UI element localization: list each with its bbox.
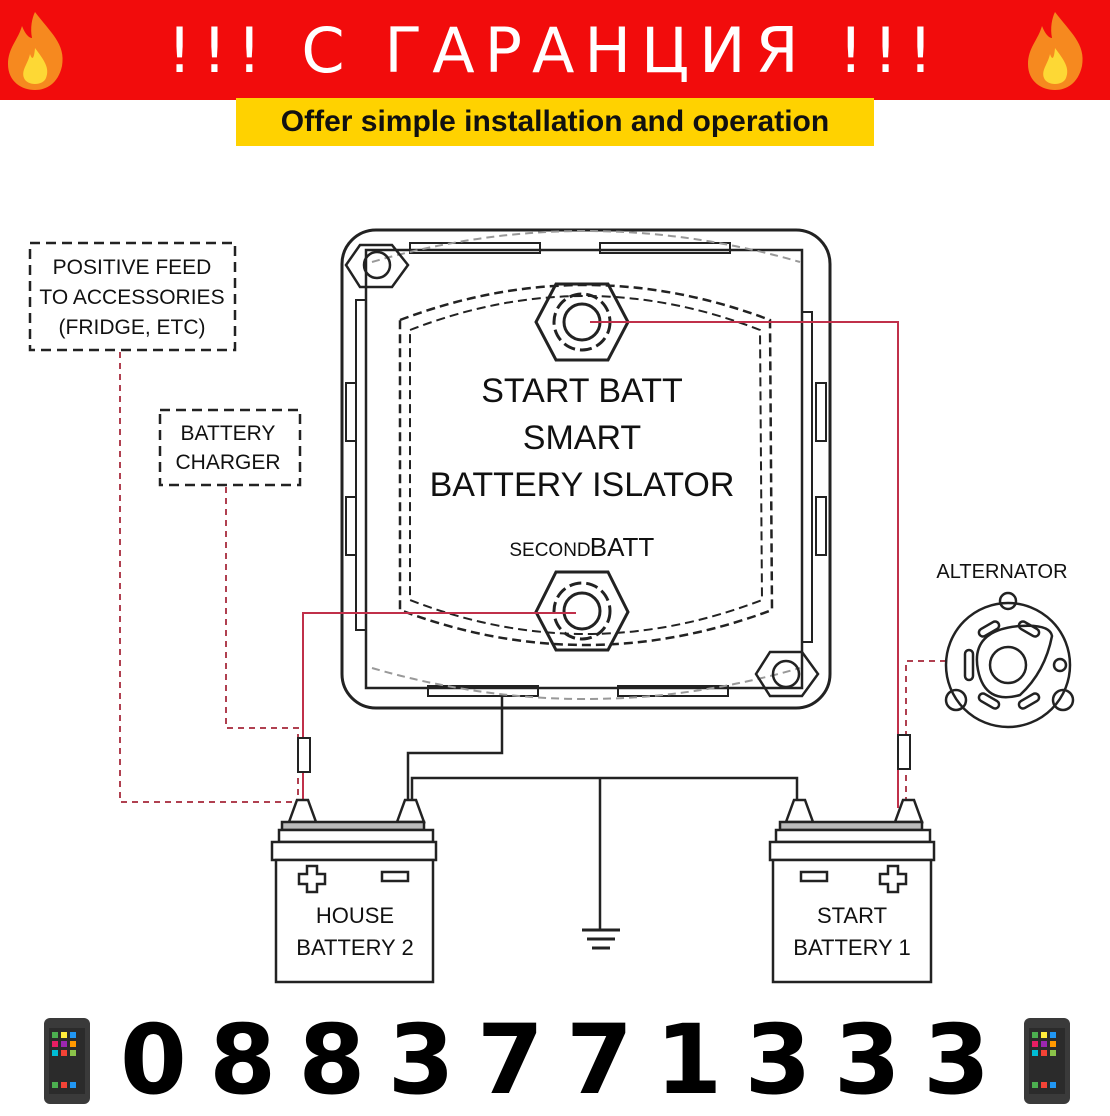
positive-feed-label: POSITIVE FEED <box>53 256 212 279</box>
second-batt-label: SECOND <box>509 540 590 561</box>
phone-digit: 3 <box>923 1004 990 1116</box>
subtitle-banner: Offer simple installation and operation <box>236 98 874 146</box>
fire-icon <box>8 12 63 90</box>
house-battery: HOUSE BATTERY 2 <box>270 798 438 984</box>
positive-feed-label: TO ACCESSORIES <box>39 286 224 309</box>
isolator-device <box>340 228 832 710</box>
start-battery: START BATTERY 1 <box>768 798 936 984</box>
phone-digit: 3 <box>744 1004 812 1116</box>
second-batt-label: BATT <box>590 532 655 562</box>
phone-number[interactable]: 0 8 8 3 7 7 1 3 3 3 <box>120 1004 990 1116</box>
house-battery-label: BATTERY 2 <box>296 935 413 960</box>
banner-title: !!! С ГАРАНЦИЯ !!! <box>167 13 943 87</box>
accessory-feed-wire <box>119 352 299 808</box>
second-batt-terminal <box>534 570 630 652</box>
charger-label: BATTERY <box>181 422 276 445</box>
phone-digit: 3 <box>833 1004 901 1116</box>
positive-feed-label: (FRIDGE, ETC) <box>59 316 206 339</box>
device-label: SMART <box>523 419 641 457</box>
phone-digit: 8 <box>209 1004 277 1116</box>
start-battery-label: BATTERY 1 <box>793 935 910 960</box>
phone-digit: 1 <box>655 1004 723 1116</box>
mobile-phone-icon <box>44 1018 90 1104</box>
mobile-phone-icon <box>1024 1018 1070 1104</box>
phone-digit: 3 <box>387 1004 455 1116</box>
fuse-icon <box>297 737 311 773</box>
wiring-diagram: POSITIVE FEED TO ACCESSORIES (FRIDGE, ET… <box>28 228 1075 984</box>
device-label: START BATT <box>481 372 683 410</box>
warranty-banner <box>0 0 1110 100</box>
minus-icon <box>380 870 410 883</box>
contact-row: 0 8 8 3 7 7 1 3 3 3 <box>0 1004 1110 1116</box>
positive-feed-box: POSITIVE FEED TO ACCESSORIES (FRIDGE, ET… <box>28 241 237 352</box>
minus-icon <box>799 870 829 883</box>
phone-digit: 7 <box>476 1004 544 1116</box>
fire-icon <box>1028 12 1083 90</box>
phone-digit: 8 <box>298 1004 366 1116</box>
charger-label: CHARGER <box>175 451 280 474</box>
alternator-wire <box>905 660 946 808</box>
start-battery-label: START <box>817 903 887 928</box>
plus-icon <box>878 864 908 894</box>
fuse-icon <box>897 734 911 770</box>
phone-digit: 7 <box>566 1004 633 1116</box>
battery-charger-box: BATTERY CHARGER <box>158 408 302 487</box>
phone-digit: 0 <box>120 1004 187 1116</box>
ground-symbol <box>582 928 620 950</box>
device-label: BATTERY ISLATOR <box>430 466 735 504</box>
alternator-label: ALTERNATOR <box>936 561 1067 583</box>
house-battery-label: HOUSE <box>316 903 394 928</box>
negative-wires <box>406 696 799 930</box>
alternator-icon <box>944 591 1075 729</box>
plus-icon <box>297 864 327 894</box>
